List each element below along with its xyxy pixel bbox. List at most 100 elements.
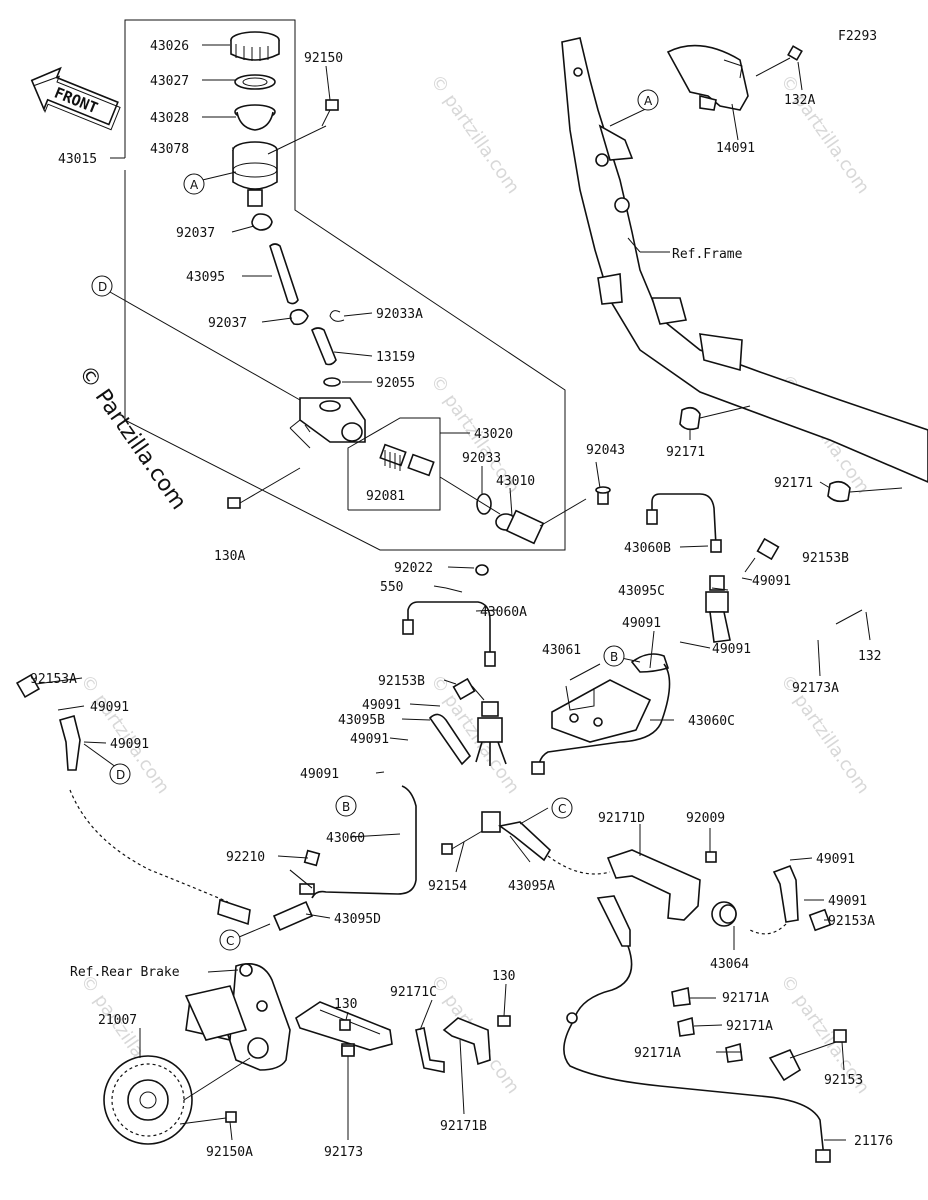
part-label[interactable]: 92022 xyxy=(394,561,433,576)
part-label[interactable]: 92171A xyxy=(726,1019,773,1034)
part-label[interactable]: 43064 xyxy=(710,957,749,972)
callout-a: A xyxy=(637,89,659,111)
copyright-text: © Partzilla.com xyxy=(73,361,191,514)
part-label[interactable]: 49091 xyxy=(350,732,389,747)
part-label[interactable]: 92150 xyxy=(304,51,343,66)
part-label[interactable]: 92171A xyxy=(722,991,769,1006)
brake-line-43060B xyxy=(646,493,722,553)
part-label[interactable]: 43010 xyxy=(496,474,535,489)
bolt-92154 xyxy=(441,829,485,855)
part-label[interactable]: 43095B xyxy=(338,713,385,728)
part-label[interactable]: 92153A xyxy=(828,914,875,929)
bolt-130 xyxy=(497,1015,511,1027)
bolt-92153 xyxy=(789,1029,847,1059)
part-label[interactable]: 92171B xyxy=(440,1119,487,1134)
part-label[interactable]: 92153A xyxy=(30,672,77,687)
part-label[interactable]: 92153B xyxy=(378,674,425,689)
hose-43095D xyxy=(272,883,315,932)
svg-text:D: D xyxy=(98,280,107,294)
part-label[interactable]: 49091 xyxy=(816,852,855,867)
part-label[interactable]: 43060A xyxy=(480,605,527,620)
part-label[interactable]: 43060 xyxy=(326,831,365,846)
part-label[interactable]: 43028 xyxy=(150,111,189,126)
push-rod-assembly xyxy=(439,476,545,545)
part-label[interactable]: 130 xyxy=(334,997,357,1012)
part-label[interactable]: 92037 xyxy=(208,316,247,331)
reservoir-plate xyxy=(234,74,276,90)
part-label[interactable]: 92081 xyxy=(366,489,405,504)
part-label[interactable]: 49091 xyxy=(90,700,129,715)
part-label[interactable]: 92153 xyxy=(824,1073,863,1088)
part-label[interactable]: 92173 xyxy=(324,1145,363,1160)
junction-fitting xyxy=(475,701,507,766)
part-label[interactable]: 43026 xyxy=(150,39,189,54)
part-label[interactable]: 43095A xyxy=(508,879,555,894)
bolt-92150A xyxy=(225,1111,237,1123)
part-label[interactable]: 92150A xyxy=(206,1145,253,1160)
part-label[interactable]: 13159 xyxy=(376,350,415,365)
part-label[interactable]: 550 xyxy=(380,580,403,595)
callout-a: A xyxy=(183,173,205,195)
part-label[interactable]: 43078 xyxy=(150,142,189,157)
part-label[interactable]: 92033 xyxy=(462,451,501,466)
snap-ring xyxy=(329,310,345,322)
part-label[interactable]: 43095D xyxy=(334,912,381,927)
part-label[interactable]: 43060B xyxy=(624,541,671,556)
watermark: © partzilla.com xyxy=(776,71,874,198)
clamps-92171A xyxy=(671,987,743,1063)
diagram-code: F2293 xyxy=(838,29,877,44)
svg-text:B: B xyxy=(342,800,350,814)
bolt-92153B xyxy=(744,537,780,573)
callout-c: C xyxy=(219,929,241,951)
leader-lines xyxy=(35,44,871,1141)
part-label[interactable]: 49091 xyxy=(362,698,401,713)
part-label[interactable]: 49091 xyxy=(752,574,791,589)
part-label[interactable]: 132A xyxy=(784,93,815,108)
part-label[interactable]: 43095C xyxy=(618,584,665,599)
part-label[interactable]: 92033A xyxy=(376,307,423,322)
part-label[interactable]: 92210 xyxy=(226,850,265,865)
bolt-92153A-left xyxy=(15,673,41,699)
part-label[interactable]: 92171 xyxy=(774,476,813,491)
part-label[interactable]: 43027 xyxy=(150,74,189,89)
part-label[interactable]: 43061 xyxy=(542,643,581,658)
bracket-92171D xyxy=(606,849,717,921)
part-label[interactable]: 49091 xyxy=(300,767,339,782)
part-label[interactable]: 92153B xyxy=(802,551,849,566)
part-label[interactable]: 92171C xyxy=(390,985,437,1000)
part-label[interactable]: 21007 xyxy=(98,1013,137,1028)
svg-text:A: A xyxy=(644,94,653,108)
part-label[interactable]: 49091 xyxy=(110,737,149,752)
part-label[interactable]: 49091 xyxy=(712,642,751,657)
part-label[interactable]: 49091 xyxy=(622,616,661,631)
part-label[interactable]: 132 xyxy=(858,649,881,664)
part-label[interactable]: 92173A xyxy=(792,681,839,696)
part-label[interactable]: 92171A xyxy=(634,1046,681,1061)
part-label[interactable]: 92171D xyxy=(598,811,645,826)
part-label[interactable]: 92037 xyxy=(176,226,215,241)
svg-text:C: C xyxy=(226,934,234,948)
part-label[interactable]: 43015 xyxy=(58,152,97,167)
svg-text:B: B xyxy=(610,650,618,664)
part-label[interactable]: 43020 xyxy=(474,427,513,442)
part-label[interactable]: 130 xyxy=(492,969,515,984)
part-label[interactable]: 92043 xyxy=(586,443,625,458)
bolt-92210 xyxy=(303,849,321,867)
part-label[interactable]: 92154 xyxy=(428,879,467,894)
part-label[interactable]: 21176 xyxy=(854,1134,893,1149)
part-label[interactable]: 92009 xyxy=(686,811,725,826)
hose-right xyxy=(749,864,832,935)
part-label[interactable]: 92055 xyxy=(376,376,415,391)
part-label[interactable]: 49091 xyxy=(828,894,867,909)
washer xyxy=(475,564,489,576)
master-cylinder-body xyxy=(289,397,366,449)
part-label[interactable]: 92171 xyxy=(666,445,705,460)
part-label[interactable]: 130A xyxy=(214,549,245,564)
part-label[interactable]: 43060C xyxy=(688,714,735,729)
bolt-130A xyxy=(227,467,301,509)
clamp-92171 xyxy=(827,480,851,503)
callout-b: B xyxy=(603,645,625,667)
part-label[interactable]: 14091 xyxy=(716,141,755,156)
part-label[interactable]: 43095 xyxy=(186,270,225,285)
clip-550 xyxy=(445,587,463,593)
